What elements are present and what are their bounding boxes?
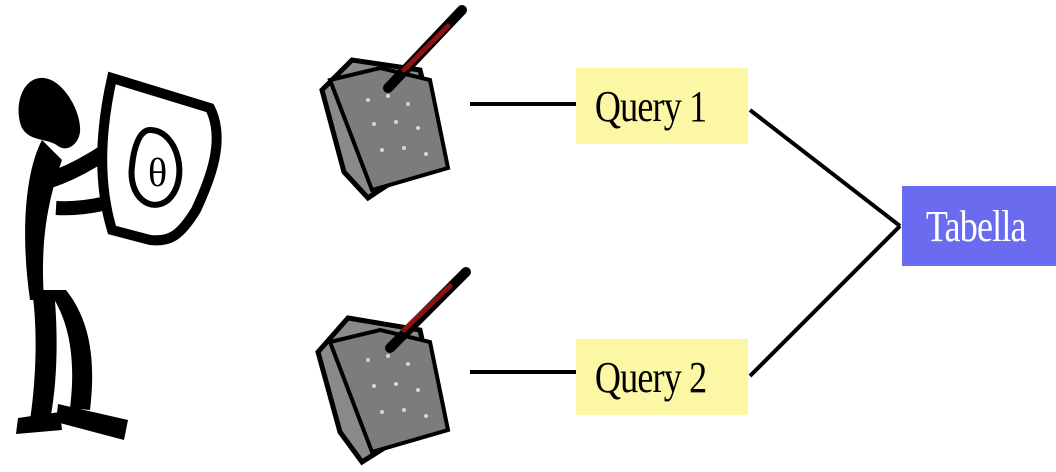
connector-lines bbox=[470, 102, 902, 378]
svg-text:θ: θ bbox=[148, 150, 167, 195]
query-1-label: Query 1 bbox=[594, 81, 707, 131]
tabella-box bbox=[902, 186, 1056, 266]
tabella-label: Tabella bbox=[925, 201, 1027, 251]
query-2-label: Query 2 bbox=[594, 352, 707, 402]
query-2-box bbox=[576, 339, 748, 415]
document-with-pen-icon bbox=[319, 5, 467, 202]
query-1-box bbox=[576, 68, 748, 144]
person-with-sign-icon: θ bbox=[16, 71, 222, 440]
document-with-pen-icon bbox=[315, 267, 471, 466]
